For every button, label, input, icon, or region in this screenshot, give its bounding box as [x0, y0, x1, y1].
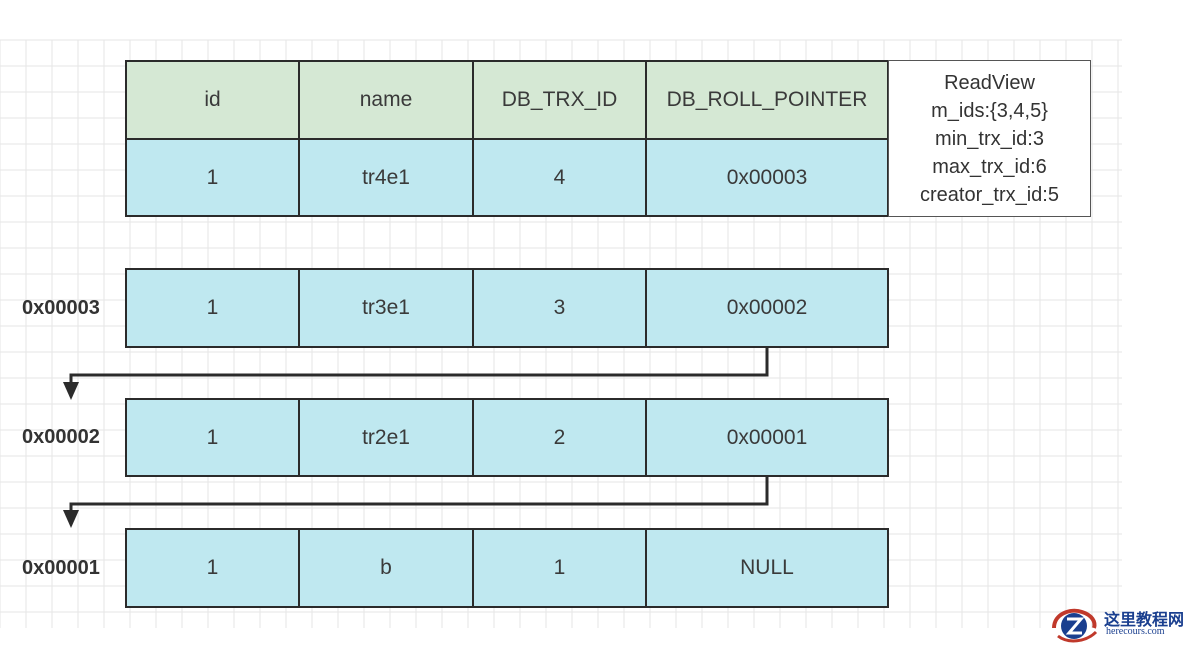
undo-row-3-id-cell: 1	[125, 528, 300, 608]
watermark-logo-icon	[1052, 608, 1098, 643]
watermark-url: herecours.com	[1106, 626, 1165, 637]
current-trx-id-cell: 4	[472, 138, 647, 217]
header-trx-id-label: DB_TRX_ID	[501, 88, 618, 111]
read-view-m-ids: m_ids:{3,4,5}	[931, 99, 1048, 122]
undo-row-2-trx-id-cell: 2	[472, 398, 647, 477]
current-name-value: tr4e1	[362, 165, 410, 189]
undo-row-3-trx-id: 1	[553, 556, 566, 579]
current-id-value: 1	[206, 165, 219, 189]
current-name-cell: tr4e1	[298, 138, 474, 217]
undo-row-2-id-cell: 1	[125, 398, 300, 477]
undo-row-3-address: 0x00001	[22, 556, 100, 579]
read-view-max-trx-id: max_trx_id:6	[932, 155, 1047, 178]
undo-row-1-id: 1	[206, 296, 219, 319]
current-roll-pointer-value: 0x00003	[726, 165, 808, 189]
arrow-0x00002-to-row-2	[63, 348, 769, 400]
read-view-box: ReadView m_ids:{3,4,5} min_trx_id:3 max_…	[888, 60, 1091, 217]
site-watermark: 这里教程网 herecours.com	[1048, 604, 1193, 644]
read-view-min-trx-id: min_trx_id:3	[935, 127, 1044, 150]
undo-row-2-name: tr2e1	[362, 425, 410, 449]
header-name-label: name	[359, 88, 413, 111]
header-id-cell: id	[125, 60, 300, 140]
undo-row-3-roll-pointer: NULL	[740, 556, 794, 579]
read-view-title: ReadView	[944, 71, 1035, 94]
undo-row-3-name: b	[380, 556, 392, 579]
undo-row-3-id: 1	[206, 556, 219, 579]
undo-row-2-id: 1	[206, 425, 219, 449]
undo-row-2-roll-pointer-cell: 0x00001	[645, 398, 889, 477]
undo-row-3-trx-id-cell: 1	[472, 528, 647, 608]
header-roll-pointer-label: DB_ROLL_POINTER	[666, 88, 868, 111]
undo-row-1-trx-id: 3	[553, 296, 566, 319]
read-view-creator-trx-id: creator_trx_id:5	[920, 183, 1059, 206]
current-roll-pointer-cell: 0x00003	[645, 138, 889, 217]
watermark-title: 这里教程网	[1104, 610, 1185, 629]
undo-row-1-roll-pointer-cell: 0x00002	[645, 268, 889, 348]
undo-row-2-roll-pointer: 0x00001	[726, 425, 808, 449]
undo-row-2-trx-id: 2	[553, 425, 566, 449]
header-name-cell: name	[298, 60, 474, 140]
current-trx-id-value: 4	[553, 165, 566, 189]
header-trx-id-cell: DB_TRX_ID	[472, 60, 647, 140]
undo-row-1-address: 0x00003	[22, 296, 100, 319]
undo-row-3-name-cell: b	[298, 528, 474, 608]
undo-row-1-roll-pointer: 0x00002	[726, 296, 808, 319]
undo-row-2-address: 0x00002	[22, 426, 100, 448]
header-id-label: id	[204, 88, 221, 111]
undo-row-1-trx-id-cell: 3	[472, 268, 647, 348]
undo-row-2-name-cell: tr2e1	[298, 398, 474, 477]
undo-row-3-roll-pointer-cell: NULL	[645, 528, 889, 608]
undo-row-1-name: tr3e1	[362, 296, 410, 319]
arrow-0x00001-to-row-3	[63, 477, 769, 528]
